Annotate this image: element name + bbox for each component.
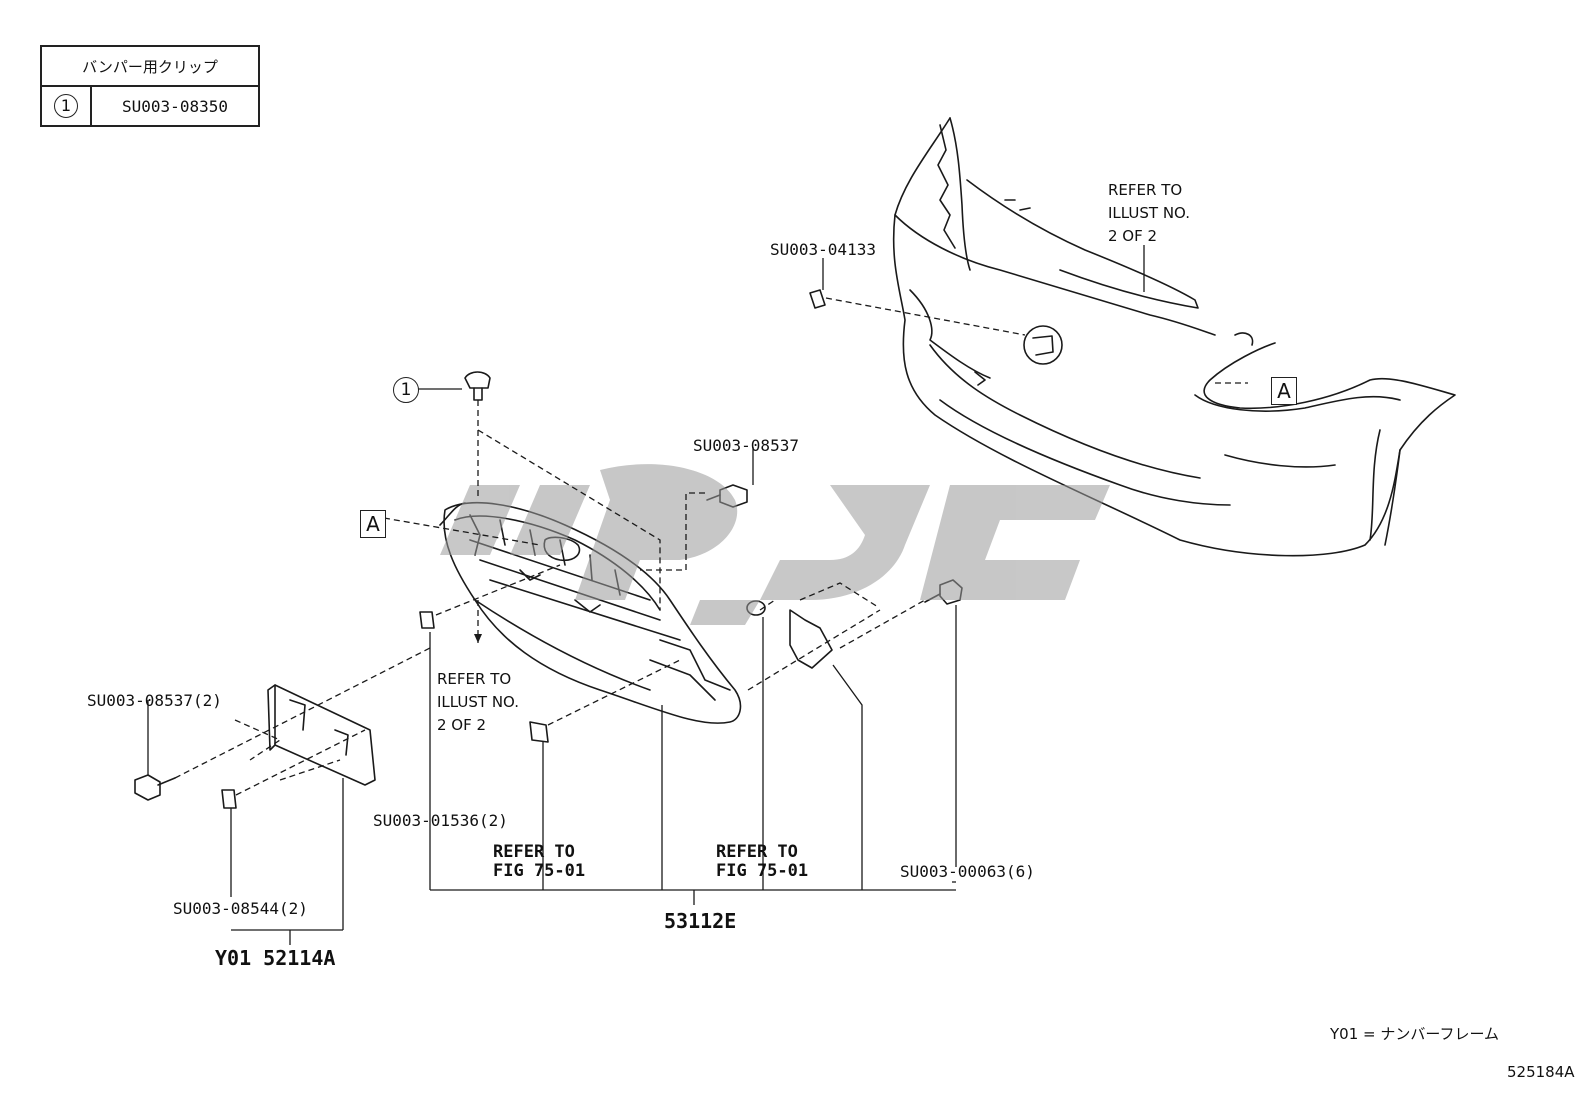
- legend-symbol: 1: [54, 94, 78, 118]
- label-refer-grille: REFER TO ILLUST NO. 2 OF 2: [437, 670, 520, 734]
- label-assembly-y01-52114a: Y01 52114A: [215, 946, 336, 970]
- bumper-cover-drawing: [892, 117, 1456, 557]
- label-su003-08537-top: SU003-08537: [693, 436, 799, 455]
- watermark-logo: [440, 464, 1110, 625]
- reference-box-a-bumper: A: [1271, 377, 1297, 405]
- dashed-leaders: [174, 297, 1248, 796]
- legend-header: バンパー用クリップ: [40, 45, 260, 87]
- legend-part-number: SU003-08350: [90, 85, 260, 127]
- label-su003-01536-2: SU003-01536(2): [373, 811, 508, 830]
- arrow-head: [474, 634, 482, 643]
- label-refer-fig-left: REFER TO FIG 75-01: [493, 842, 586, 881]
- clip-callout-symbol: 1: [393, 377, 419, 403]
- clip-legend-table: バンパー用クリップ 1 SU003-08350: [40, 45, 260, 127]
- reference-box-a-grille: A: [360, 510, 386, 538]
- footer-note: Y01 = ナンバーフレーム: [1330, 1025, 1500, 1043]
- legend-symbol-cell: 1: [40, 85, 92, 127]
- label-su003-08537-2: SU003-08537(2): [87, 691, 222, 710]
- label-su003-08544-2: SU003-08544(2): [173, 899, 308, 918]
- label-su003-00063-6: SU003-00063(6): [900, 862, 1035, 881]
- label-refer-bumper: REFER TO ILLUST NO. 2 OF 2: [1108, 181, 1191, 245]
- solid-leaders: [147, 245, 1145, 945]
- label-su003-04133: SU003-04133: [770, 240, 876, 259]
- license-bracket-drawing: [267, 684, 376, 786]
- illustration-number: 525184A: [1507, 1063, 1575, 1081]
- label-assembly-53112e: 53112E: [664, 909, 737, 933]
- label-refer-fig-right: REFER TO FIG 75-01: [716, 842, 809, 881]
